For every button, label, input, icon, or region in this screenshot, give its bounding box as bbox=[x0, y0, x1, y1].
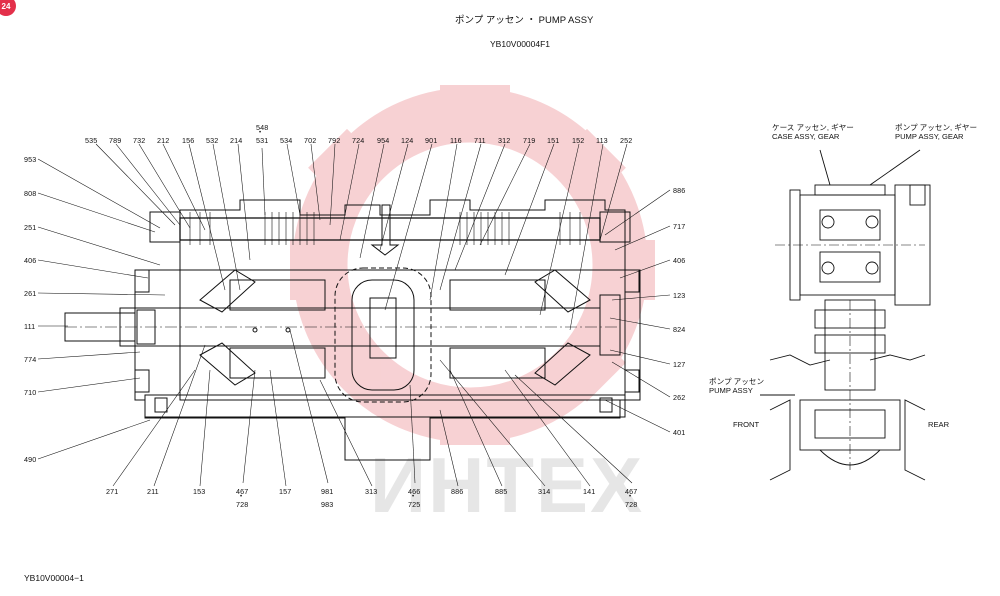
part-label: 535 bbox=[85, 136, 98, 145]
pump-assy-label-en: PUMP ASSY bbox=[709, 386, 753, 395]
part-label: 702 bbox=[304, 136, 317, 145]
part-label: 313 bbox=[365, 487, 378, 496]
part-label: 401 bbox=[673, 428, 686, 437]
part-label: 774 bbox=[24, 355, 37, 364]
front-label: FRONT bbox=[733, 420, 760, 429]
part-label: 531 bbox=[256, 136, 269, 145]
label-separator: • bbox=[629, 494, 632, 500]
leader-lines bbox=[37, 143, 671, 487]
part-label: 156 bbox=[182, 136, 195, 145]
part-label: 901 bbox=[425, 136, 438, 145]
part-label: 124 bbox=[401, 136, 414, 145]
page-badge: 24 bbox=[0, 0, 16, 16]
part-label: 717 bbox=[673, 222, 686, 231]
part-label: 211 bbox=[147, 487, 159, 496]
watermark-text: ИНТЕХ bbox=[370, 441, 645, 529]
part-label: 885 bbox=[495, 487, 508, 496]
part-label: 466 bbox=[408, 487, 421, 496]
part-label: 214 bbox=[230, 136, 243, 145]
part-label: 113 bbox=[596, 136, 608, 145]
part-label: 534 bbox=[280, 136, 293, 145]
part-label: 728 bbox=[625, 500, 638, 509]
part-label: 532 bbox=[206, 136, 219, 145]
part-label: 953 bbox=[24, 155, 37, 164]
part-label: 824 bbox=[673, 325, 686, 334]
part-label: 152 bbox=[572, 136, 585, 145]
pump-assy-gear-label-en: PUMP ASSY, GEAR bbox=[895, 132, 964, 141]
case-assy-label-jp: ケース アッセン, ギヤー bbox=[772, 123, 854, 132]
part-label: 153 bbox=[193, 487, 206, 496]
part-label: 711 bbox=[474, 136, 486, 145]
part-label: 467 bbox=[625, 487, 638, 496]
part-label: 406 bbox=[24, 256, 37, 265]
part-label: 490 bbox=[24, 455, 37, 464]
part-label: 789 bbox=[109, 136, 122, 145]
diagram-code: YB10V00004F1 bbox=[490, 39, 551, 49]
part-label: 725 bbox=[408, 500, 421, 509]
part-label: 127 bbox=[673, 360, 686, 369]
part-label: 111 bbox=[24, 322, 36, 331]
footer-code: YB10V00004−1 bbox=[24, 573, 84, 583]
part-label: 886 bbox=[451, 487, 464, 496]
part-label: 710 bbox=[24, 388, 37, 397]
part-label: 262 bbox=[673, 393, 686, 402]
pump-assy-gear-label-jp: ポンプ アッセン, ギヤー bbox=[895, 123, 978, 132]
part-label: 467 bbox=[236, 487, 249, 496]
part-label: 732 bbox=[133, 136, 146, 145]
pump-assy-label-jp: ポンプ アッセン bbox=[709, 377, 765, 386]
rear-label: REAR bbox=[928, 420, 950, 429]
part-label: 141 bbox=[583, 487, 596, 496]
part-label: 724 bbox=[352, 136, 365, 145]
part-label: 548 bbox=[256, 123, 269, 132]
label-separator: • bbox=[240, 494, 243, 500]
part-label: 261 bbox=[24, 289, 37, 298]
diagram-title: ポンプ アッセン ・ PUMP ASSY bbox=[455, 15, 594, 26]
part-label: 954 bbox=[377, 136, 390, 145]
part-label: 886 bbox=[673, 186, 686, 195]
part-label: 271 bbox=[106, 487, 119, 496]
part-label: 157 bbox=[279, 487, 292, 496]
part-label: 116 bbox=[450, 136, 462, 145]
part-label: 212 bbox=[157, 136, 170, 145]
side-view-drawing bbox=[760, 149, 931, 481]
part-label: 983 bbox=[321, 500, 334, 509]
part-label: 251 bbox=[24, 223, 37, 232]
part-label: 314 bbox=[538, 487, 551, 496]
part-label: 252 bbox=[620, 136, 633, 145]
part-label: 719 bbox=[523, 136, 536, 145]
part-label: 123 bbox=[673, 291, 686, 300]
case-assy-label-en: CASE ASSY, GEAR bbox=[772, 132, 840, 141]
label-separator: • bbox=[412, 494, 415, 500]
part-label: 728 bbox=[236, 500, 249, 509]
label-separator: • bbox=[259, 130, 262, 136]
pump-body bbox=[64, 199, 641, 461]
part-label: 981 bbox=[321, 487, 334, 496]
part-label: 792 bbox=[328, 136, 341, 145]
part-label: 151 bbox=[547, 136, 560, 145]
part-label: 312 bbox=[498, 136, 511, 145]
part-label: 808 bbox=[24, 189, 37, 198]
part-label: 406 bbox=[673, 256, 686, 265]
